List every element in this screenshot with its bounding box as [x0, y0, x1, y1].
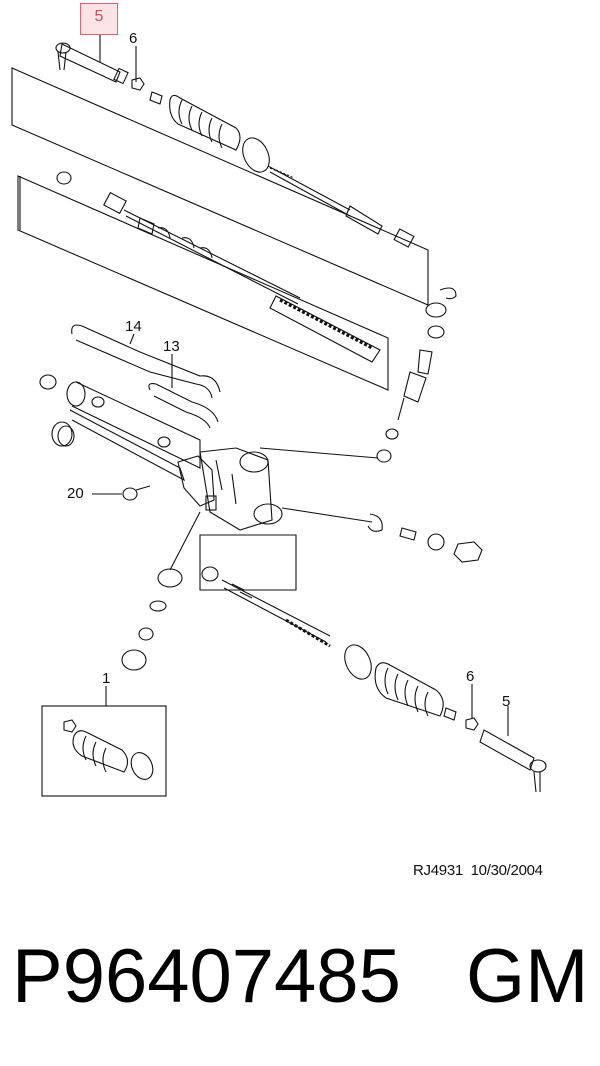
callout-1: 1 [102, 670, 111, 687]
upper-boot [169, 94, 241, 151]
tie-rod-end-upper [55, 42, 129, 85]
steering-gear-exploded-diagram [11, 35, 547, 797]
callout-6-top: 6 [129, 30, 138, 47]
brand-name: GM [466, 934, 589, 1019]
callout-20: 20 [67, 485, 84, 502]
rack-housing [39, 374, 283, 531]
drawing-reference: RJ4931 10/30/2004 [413, 862, 543, 879]
lower-boot [374, 662, 444, 717]
callout-14: 14 [125, 318, 142, 335]
highlight-callout-box [80, 3, 118, 35]
callout-6-bottom: 6 [466, 668, 475, 685]
part-number: P96407485 [12, 934, 401, 1019]
callout-5-bottom: 5 [502, 693, 511, 710]
highlight-callout-label: 5 [94, 8, 104, 25]
callout-13: 13 [163, 338, 180, 355]
